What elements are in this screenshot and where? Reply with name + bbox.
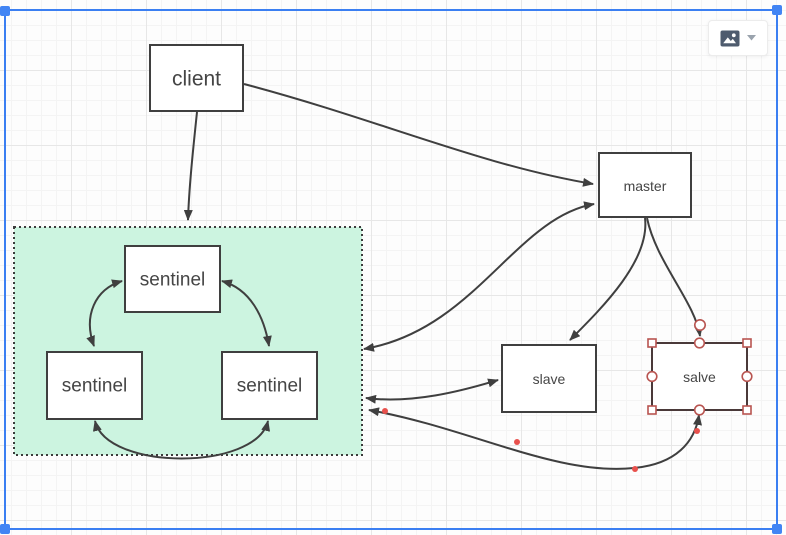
node-salve[interactable]: salve [651, 342, 748, 411]
edge-master-to-salve[interactable] [646, 217, 703, 337]
edge-waypoints [382, 408, 700, 472]
edge-waypoint[interactable] [632, 466, 638, 472]
connection-point-bottom[interactable] [693, 404, 706, 416]
resize-handle-nw[interactable] [647, 338, 657, 348]
node-slave[interactable]: slave [501, 344, 597, 413]
image-tool-button[interactable] [708, 20, 768, 56]
node-slave-label: slave [533, 371, 566, 387]
edge-client-to-sentinel-group[interactable] [183, 111, 198, 221]
resize-handle-se[interactable] [742, 405, 752, 415]
edge-sentinel-group-to-slave[interactable] [365, 378, 499, 404]
edge-endpoint-handle[interactable] [693, 318, 706, 331]
edge-sentinel-group-to-master[interactable] [363, 201, 595, 352]
edge-waypoint[interactable] [382, 408, 388, 414]
page-selection-handles [0, 5, 782, 534]
page-handle-se[interactable] [772, 524, 782, 534]
caret-down-icon[interactable] [747, 35, 756, 41]
edge-sentinel-top-to-right[interactable] [221, 279, 272, 347]
node-sentinel-left-label: sentinel [62, 376, 128, 397]
salve-selection-handles [646, 318, 753, 416]
node-salve-label: salve [683, 369, 716, 385]
page-selection-outline [4, 9, 778, 530]
edge-waypoint[interactable] [694, 428, 700, 434]
resize-handle-ne[interactable] [742, 338, 752, 348]
edge-sentinel-left-to-right[interactable] [92, 420, 271, 460]
node-master[interactable]: master [598, 152, 692, 218]
edge-waypoint[interactable] [514, 439, 520, 445]
resize-handle-sw[interactable] [647, 405, 657, 415]
connection-point-right[interactable] [741, 370, 753, 383]
node-sentinel-left[interactable]: sentinel [46, 351, 143, 420]
node-sentinel-right-label: sentinel [237, 376, 303, 397]
edge-client-to-master[interactable] [243, 83, 594, 187]
edge-master-to-slave[interactable] [569, 217, 647, 341]
node-sentinel-top-label: sentinel [140, 270, 206, 291]
page-handle-sw[interactable] [0, 524, 10, 534]
edge-sentinel-group-to-salve-selected[interactable] [368, 407, 702, 470]
edge-sentinel-top-to-left[interactable] [86, 279, 123, 347]
page-handle-nw[interactable] [0, 6, 10, 16]
page-handle-ne[interactable] [772, 5, 782, 15]
connection-point-left[interactable] [646, 370, 658, 383]
connection-point-top[interactable] [693, 337, 706, 349]
node-sentinel-right[interactable]: sentinel [221, 351, 318, 420]
node-client-label: client [172, 68, 221, 91]
node-client[interactable]: client [149, 44, 244, 112]
node-sentinel-top[interactable]: sentinel [124, 245, 221, 313]
image-icon [720, 30, 740, 46]
node-master-label: master [624, 178, 667, 194]
